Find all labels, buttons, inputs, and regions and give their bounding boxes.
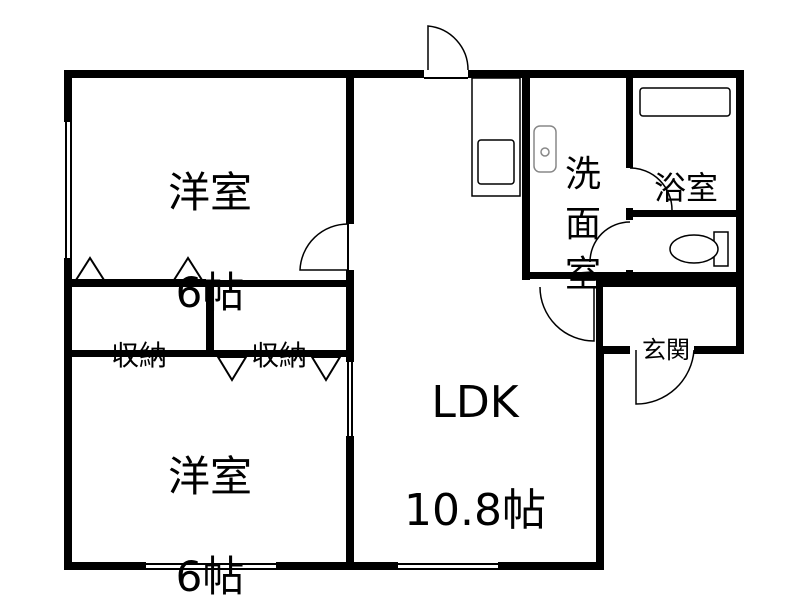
wall-washroom-left	[522, 70, 530, 280]
entrance-name: 玄関	[642, 336, 690, 364]
wall-ldk-left	[346, 70, 354, 570]
wall-bedroom-top-bottom	[64, 280, 350, 287]
bedroom-bottom-label: 洋室 6帖	[110, 402, 310, 602]
storage-left-label: 収納	[76, 302, 202, 374]
bedroom-top-size: 6帖	[175, 268, 245, 317]
washroom-door	[589, 221, 631, 263]
entrance-door	[635, 349, 695, 405]
wall-entrance-top	[596, 280, 744, 287]
storage-right-door	[216, 356, 248, 382]
bedroom-top-label: 洋室 6帖	[110, 118, 310, 318]
ldk-size: 10.8帖	[404, 485, 546, 536]
storage-left-name: 収納	[110, 339, 167, 372]
bedroom-top-name: 洋室	[167, 168, 252, 217]
washroom-name: 洗 面 室	[564, 154, 601, 295]
wall-bath-toilet	[626, 210, 744, 217]
bedroom-bottom-name: 洋室	[167, 452, 252, 501]
outer-wall-left	[64, 70, 72, 570]
toilet-bowl	[669, 234, 719, 264]
ldk-name: LDK	[431, 377, 519, 428]
storage-left-door	[74, 256, 106, 281]
top-door-swing	[427, 25, 469, 71]
wall-storage-divider	[206, 287, 214, 351]
top-door-gap	[424, 69, 468, 79]
bathtub	[639, 87, 731, 117]
wall-entrance-left	[596, 280, 603, 354]
outer-wall-top	[64, 70, 744, 78]
ldk-label: LDK 10.8帖	[370, 322, 580, 538]
outer-wall-bottom	[64, 562, 604, 570]
storage-right-label: 収納	[216, 302, 342, 374]
washroom-label: 洗 面 室	[548, 100, 618, 300]
washroom-entry-door	[539, 286, 595, 342]
wall-storage-bottom	[64, 350, 350, 357]
entrance-label: 玄関	[626, 302, 706, 366]
bathroom-label: 浴室	[636, 128, 736, 208]
storage-right-name: 収納	[250, 339, 307, 372]
bedroom-top-door	[299, 223, 349, 271]
bathroom-name: 浴室	[653, 169, 718, 207]
bath-door	[629, 167, 673, 211]
outer-wall-right-lower	[596, 346, 604, 570]
kitchen-sink	[477, 139, 515, 185]
bedroom-bottom-size: 6帖	[175, 552, 245, 601]
